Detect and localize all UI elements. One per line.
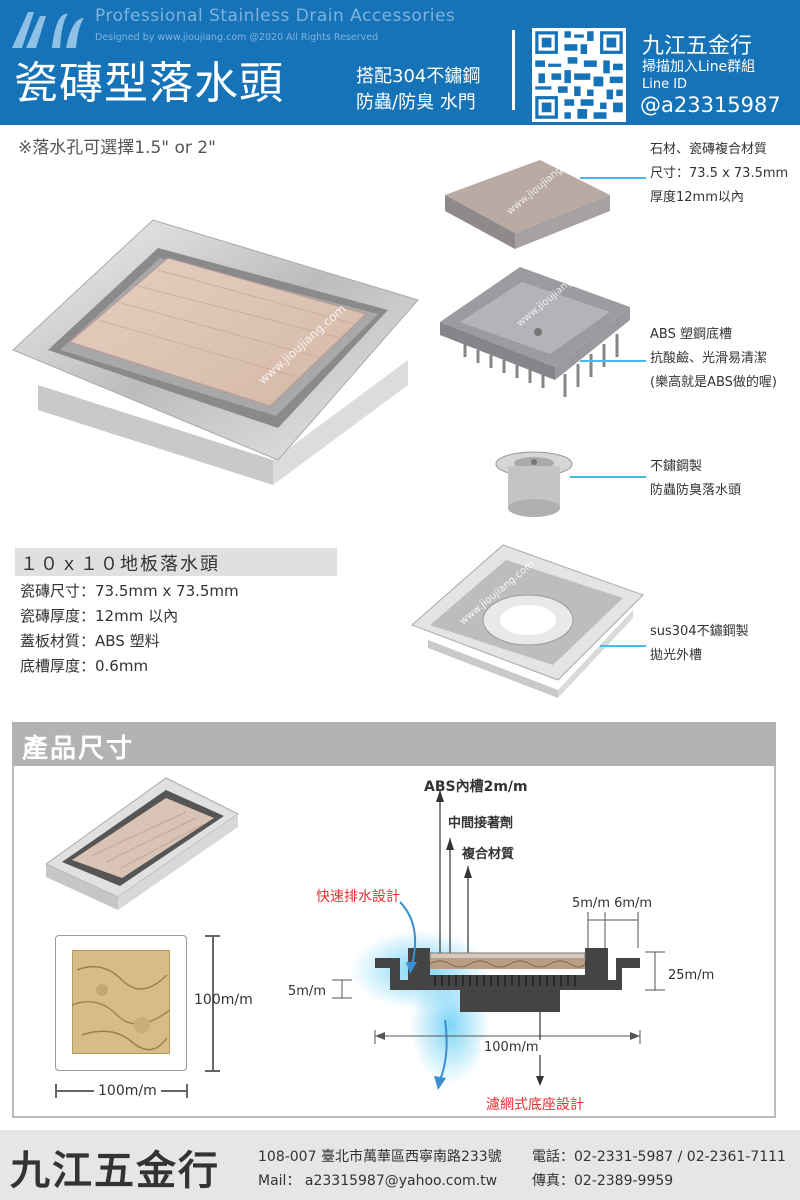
assembled-drain-image: www.jioujiang.com [12, 219, 419, 485]
dimension-tick [205, 935, 220, 937]
subtitle-feature: 防蟲/防臭 水門 [356, 92, 476, 113]
dimensions-title: 產品尺寸 [22, 734, 135, 764]
callout-line-text: ABS 塑鋼底槽 [650, 327, 732, 342]
tagline: Professional Stainless Drain Accessories [95, 6, 456, 26]
odor-trap-callout: 不鏽鋼製 防蟲防臭落水頭 [650, 455, 741, 503]
tile-callout: 石材、瓷磚複合材質 尺寸：73.5 x 73.5mm 厚度12mm以內 [650, 138, 788, 210]
callout-line-text: sus304不鏽鋼製 [650, 624, 749, 639]
abs-inner-tray-label: ABS內槽2m/m [424, 779, 528, 795]
line-id[interactable]: @a23315987 [640, 93, 781, 117]
callout-line [580, 360, 646, 362]
tile-component-image: www.jioujiang.com [445, 155, 610, 249]
odor-trap-image [495, 451, 573, 517]
section-width-label: 100m/m [480, 1040, 543, 1055]
line-id-label: Line ID [642, 77, 688, 92]
callout-line-text: 防蟲防臭落水頭 [650, 483, 742, 498]
footer-email[interactable]: Mail： a23315987@yahoo.com.tw [258, 1173, 498, 1189]
steel-tray-callout: sus304不鏽鋼製 拋光外槽 [650, 620, 749, 668]
callout-line [570, 476, 646, 478]
abs-callout: ABS 塑鋼底槽 抗酸鹼、光滑易清潔 (樂高就是ABS做的喔) [650, 323, 777, 395]
spec-title-bar [15, 548, 337, 576]
filter-base-label: 濾網式底座設計 [486, 1097, 584, 1113]
width-label: 100m/m [94, 1083, 161, 1099]
header-divider [512, 30, 515, 110]
footer-phone[interactable]: 電話：02-2331-5987 / 02-2361-7111 [532, 1149, 786, 1165]
callout-line [600, 645, 646, 647]
shop-name: 九江五金行 [642, 34, 753, 59]
composite-label: 複合材質 [462, 847, 515, 862]
abs-tray-image: www.jioujiang.com [440, 262, 630, 397]
spec-tile-thickness: 瓷磚厚度：12mm 以內 [20, 607, 179, 625]
left-depth-label: 5m/m [288, 984, 326, 999]
spec-cover-material: 蓋板材質：ABS 塑料 [20, 632, 160, 650]
subtitle-material: 搭配304不鏽鋼 [356, 66, 481, 87]
header-banner [0, 0, 800, 125]
adhesive-label: 中間接著劑 [448, 816, 514, 831]
cross-section-diagram [332, 790, 665, 1090]
dimensions-header [12, 722, 776, 766]
callout-line-text: 抗酸鹼、光滑易清潔 [650, 351, 768, 366]
dimension-tick [55, 1084, 57, 1098]
fast-drain-label: 快速排水設計 [316, 889, 400, 905]
callout-line [580, 177, 646, 179]
line-join-text: 掃描加入Line群組 [642, 59, 756, 75]
footer-fax: 傳真：02-2389-9959 [532, 1173, 674, 1189]
credit-line: Designed by www.jioujiang.com @2020 All … [95, 32, 379, 43]
drain-size-note: ※落水孔可選擇1.5" or 2" [18, 138, 216, 158]
stone-texture [72, 965, 170, 1051]
callout-line-text: 拋光外槽 [650, 648, 703, 663]
steel-tray-image: www.jioujiang.com [411, 544, 644, 698]
logo-icon [12, 12, 84, 48]
callout-line-text: 不鏽鋼製 [650, 459, 703, 474]
dimension-tick [186, 1084, 188, 1098]
spacing-label: 5m/m 6m/m [572, 896, 653, 911]
callout-line-text: 尺寸：73.5 x 73.5mm [650, 166, 789, 181]
product-thumbnail [45, 777, 239, 910]
callout-line-text: (樂高就是ABS做的喔) [650, 375, 777, 390]
callout-line-text: 厚度12mm以內 [650, 190, 744, 205]
height-dimension-line [212, 935, 214, 1071]
page-title: 瓷磚型落水頭 [14, 58, 284, 109]
spec-title: １０ｘ１０地板落水頭 [20, 554, 220, 575]
spec-tile-size: 瓷磚尺寸：73.5mm x 73.5mm [20, 582, 239, 600]
height-label: 100m/m [194, 992, 253, 1008]
dimension-tick [205, 1070, 220, 1072]
footer [0, 1130, 800, 1200]
footer-shop-name: 九江五金行 [10, 1147, 220, 1194]
spec-tray-thickness: 底槽厚度：0.6mm [20, 657, 149, 675]
footer-address: 108-007 臺北市萬華區西寧南路233號 [258, 1149, 502, 1165]
right-depth-label: 25m/m [668, 968, 715, 983]
callout-line-text: 石材、瓷磚複合材質 [650, 142, 768, 157]
qr-code-icon[interactable] [532, 28, 626, 122]
